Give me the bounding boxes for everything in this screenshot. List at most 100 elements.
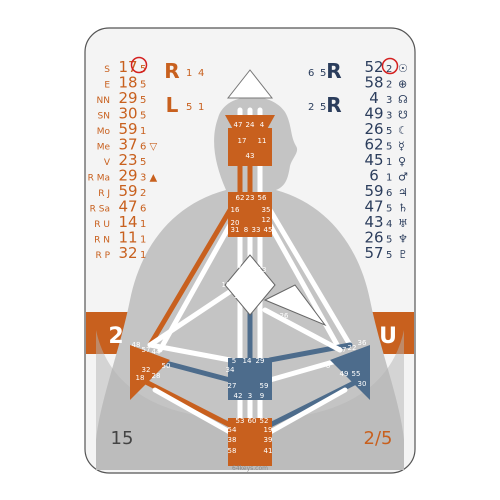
highlight-circle [130, 56, 148, 74]
gate-number: 40 [304, 310, 313, 318]
design-planet-symbol: R Ma [88, 174, 110, 184]
personality-line: 1 [386, 173, 392, 184]
gate-number: 3 [248, 392, 252, 400]
throat-upper [228, 128, 272, 166]
personality-line: 6 [386, 188, 392, 199]
channel-line [147, 282, 243, 348]
personality-planet-symbol: ♅ [398, 217, 408, 230]
personality-gate: 57 [364, 244, 383, 262]
personality-line: 5 [386, 235, 392, 246]
personality-gate: 43 [364, 213, 383, 231]
gate-number: 45 [264, 226, 273, 234]
design-gate: 32 [118, 244, 137, 262]
gate-number: 33 [252, 226, 261, 234]
channel-line [152, 387, 238, 438]
design-gate: 30 [118, 105, 137, 123]
gate-number: 17 [238, 137, 247, 145]
design-planet-symbol: Me [97, 143, 111, 153]
gate-number: 18 [136, 374, 145, 382]
gate-number: 54 [228, 426, 237, 434]
solar-plexus-center [330, 345, 370, 400]
personality-line: 5 [386, 204, 392, 215]
personality-gate: 47 [364, 198, 383, 216]
channel-line [267, 377, 363, 428]
gate-number: 5 [232, 357, 236, 365]
gate-number: 44 [152, 348, 161, 356]
design-planet-symbol: R P [95, 251, 110, 261]
channel-line [267, 222, 343, 353]
gate-number: 51 [292, 302, 301, 310]
gate-number: 63 [258, 90, 267, 98]
design-line: 5 [140, 157, 146, 168]
gate-number: 6 [326, 362, 331, 370]
gate-number: 26 [280, 312, 289, 320]
personality-line: 5 [386, 126, 392, 137]
design-planet-symbol: NN [97, 96, 110, 106]
gate-number: 46 [254, 292, 263, 300]
gate-number: 29 [256, 357, 265, 365]
design-planet-symbol: E [104, 81, 110, 91]
gate-number: 22 [348, 344, 357, 352]
band-right-label: U [379, 324, 397, 349]
gate-number: 7 [238, 262, 242, 270]
design-gate: 23 [118, 151, 137, 169]
channel-line [139, 377, 233, 428]
design-planet-symbol: R Sa [90, 205, 110, 215]
design-line: 6 ▽ [140, 142, 158, 153]
variable-design-bottom-tone: 1 [198, 102, 204, 113]
gate-number: 25 [262, 281, 271, 289]
variable-personality-top-tone: 5 [320, 68, 326, 79]
variable-design-bottom: L [166, 93, 179, 117]
gate-number: 37 [338, 346, 347, 354]
gate-number: 55 [352, 370, 361, 378]
personality-gate: 52 [364, 58, 383, 76]
personality-line: 3 [386, 95, 392, 106]
design-line: 1 [140, 250, 146, 261]
gate-number: 8 [244, 226, 248, 234]
personality-gate: 58 [364, 74, 383, 92]
design-planet-symbol: Mo [97, 127, 111, 137]
personality-planet-symbol: ♆ [398, 233, 408, 246]
gate-number: 21 [284, 292, 293, 300]
personality-planet-symbol: ♇ [398, 248, 408, 261]
gate-number: 15 [234, 292, 243, 300]
personality-line: 2 [386, 64, 392, 75]
design-gate: 17 [118, 58, 137, 76]
design-gate: 47 [118, 198, 137, 216]
personality-gate: 49 [364, 105, 383, 123]
personality-planet-symbol: ♂ [398, 171, 408, 184]
design-line: 5 [140, 80, 146, 91]
gate-number: 59 [260, 382, 269, 390]
body-shading [96, 330, 404, 470]
channel-line [147, 342, 233, 363]
gate-number: 43 [246, 152, 255, 160]
gate-number: 38 [228, 436, 237, 444]
gate-number: 62 [236, 194, 245, 202]
gate-number: 10 [222, 281, 231, 289]
gate-number: 41 [264, 447, 273, 455]
gate-number: 19 [264, 426, 273, 434]
gate-number: 30 [358, 380, 367, 388]
gate-number: 4 [260, 121, 265, 129]
gate-number: 56 [258, 194, 267, 202]
gate-number: 31 [231, 226, 240, 234]
gate-number: 49 [340, 370, 349, 378]
design-gate: 14 [118, 213, 137, 231]
g-center [224, 254, 276, 316]
design-line: 1 [140, 219, 146, 230]
ego-center [263, 284, 327, 327]
channel-line [147, 207, 233, 348]
spleen-center [130, 345, 170, 400]
design-line: 1 [140, 235, 146, 246]
gate-number: 52 [260, 417, 269, 425]
design-gate: 29 [118, 89, 137, 107]
channel-line [267, 207, 353, 348]
gate-number: 9 [260, 392, 264, 400]
gate-number: 28 [152, 372, 161, 380]
gate-number: 48 [132, 341, 141, 349]
channel-line [262, 307, 343, 353]
design-gate: 37 [118, 136, 137, 154]
gate-number: 64 [236, 90, 245, 98]
gate-number: 20 [231, 219, 240, 227]
